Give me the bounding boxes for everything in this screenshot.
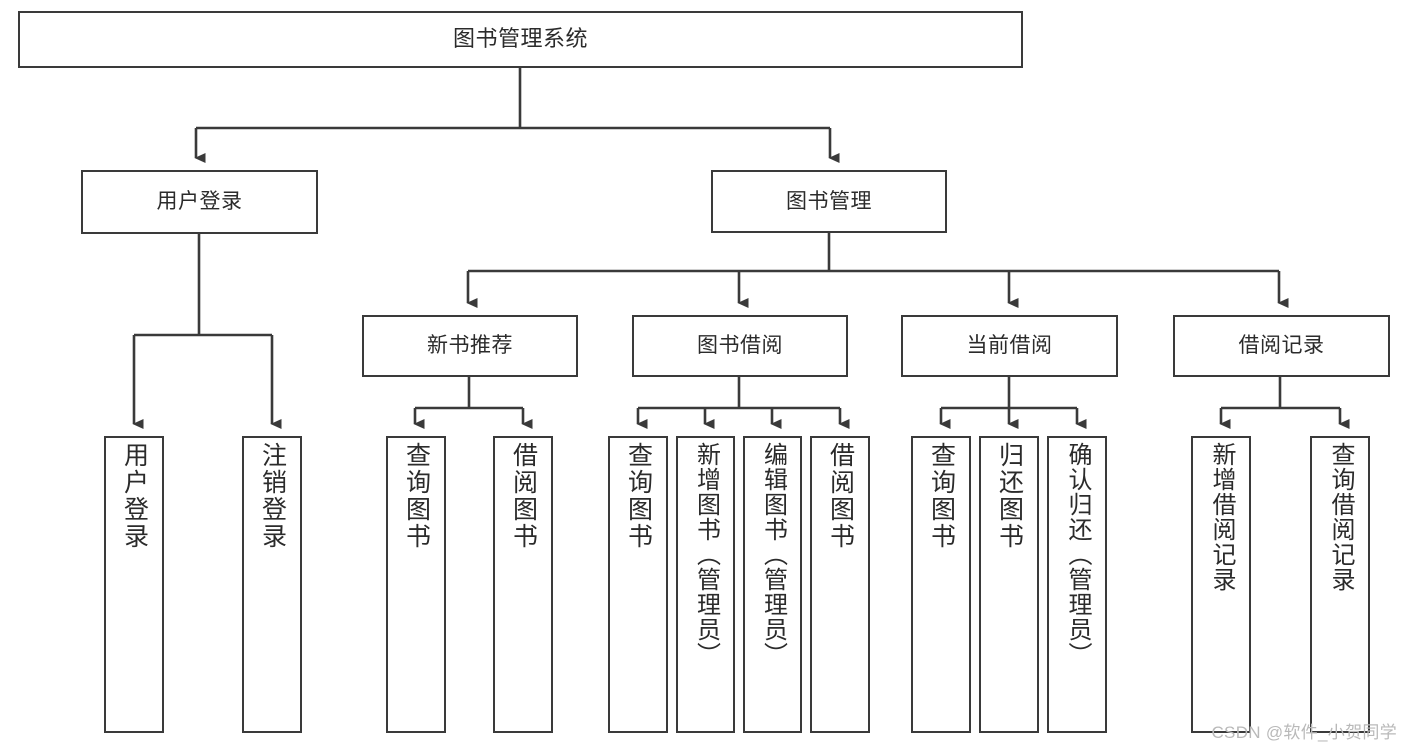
leaf-add-book-admin[interactable]: 新增图书（管理员） [676, 436, 735, 733]
leaf-confirm-return-admin[interactable]: 确认归还（管理员） [1047, 436, 1107, 733]
node-book-management[interactable]: 图书管理 [711, 170, 947, 233]
node-current-borrow[interactable]: 当前借阅 [901, 315, 1118, 377]
node-label: 借阅图书 [826, 442, 855, 550]
node-label: 注销登录 [258, 442, 287, 550]
node-label: 当前借阅 [966, 334, 1053, 358]
node-label: 新书推荐 [427, 334, 513, 358]
node-label: 用户登录 [156, 190, 243, 214]
node-label: 图书管理 [786, 189, 872, 213]
node-label: 新增图书（管理员） [692, 442, 720, 667]
leaf-query-book-current[interactable]: 查询图书 [911, 436, 971, 733]
node-label: 新增借阅记录 [1207, 442, 1235, 592]
node-new-book-recommend[interactable]: 新书推荐 [362, 315, 578, 377]
node-label: 用户登录 [120, 442, 149, 550]
node-label: 查询图书 [624, 442, 653, 550]
node-label: 图书借阅 [697, 334, 783, 358]
node-borrow-record[interactable]: 借阅记录 [1173, 315, 1390, 377]
watermark-text: CSDN @软件_小贺同学 [1211, 723, 1397, 742]
node-label: 图书管理系统 [452, 26, 588, 52]
leaf-query-borrow-record[interactable]: 查询借阅记录 [1310, 436, 1370, 733]
node-label: 借阅记录 [1238, 334, 1325, 358]
node-label: 确认归还（管理员） [1063, 442, 1091, 667]
node-user-login[interactable]: 用户登录 [81, 170, 318, 234]
node-book-borrow[interactable]: 图书借阅 [632, 315, 848, 377]
leaf-user-login[interactable]: 用户登录 [104, 436, 164, 733]
leaf-borrow-book-recommend[interactable]: 借阅图书 [493, 436, 553, 733]
leaf-query-book-recommend[interactable]: 查询图书 [386, 436, 446, 733]
leaf-edit-book-admin[interactable]: 编辑图书（管理员） [743, 436, 802, 733]
node-label: 归还图书 [995, 442, 1024, 550]
node-label: 查询借阅记录 [1326, 442, 1354, 592]
leaf-return-book[interactable]: 归还图书 [979, 436, 1039, 733]
leaf-borrow-book[interactable]: 借阅图书 [810, 436, 870, 733]
leaf-query-book-borrow[interactable]: 查询图书 [608, 436, 668, 733]
node-label: 编辑图书（管理员） [759, 442, 787, 667]
node-root-book-management-system[interactable]: 图书管理系统 [18, 11, 1023, 68]
node-label: 查询图书 [402, 442, 431, 550]
leaf-logout[interactable]: 注销登录 [242, 436, 302, 733]
leaf-add-borrow-record[interactable]: 新增借阅记录 [1191, 436, 1251, 733]
node-label: 借阅图书 [509, 442, 538, 550]
node-label: 查询图书 [927, 442, 956, 550]
